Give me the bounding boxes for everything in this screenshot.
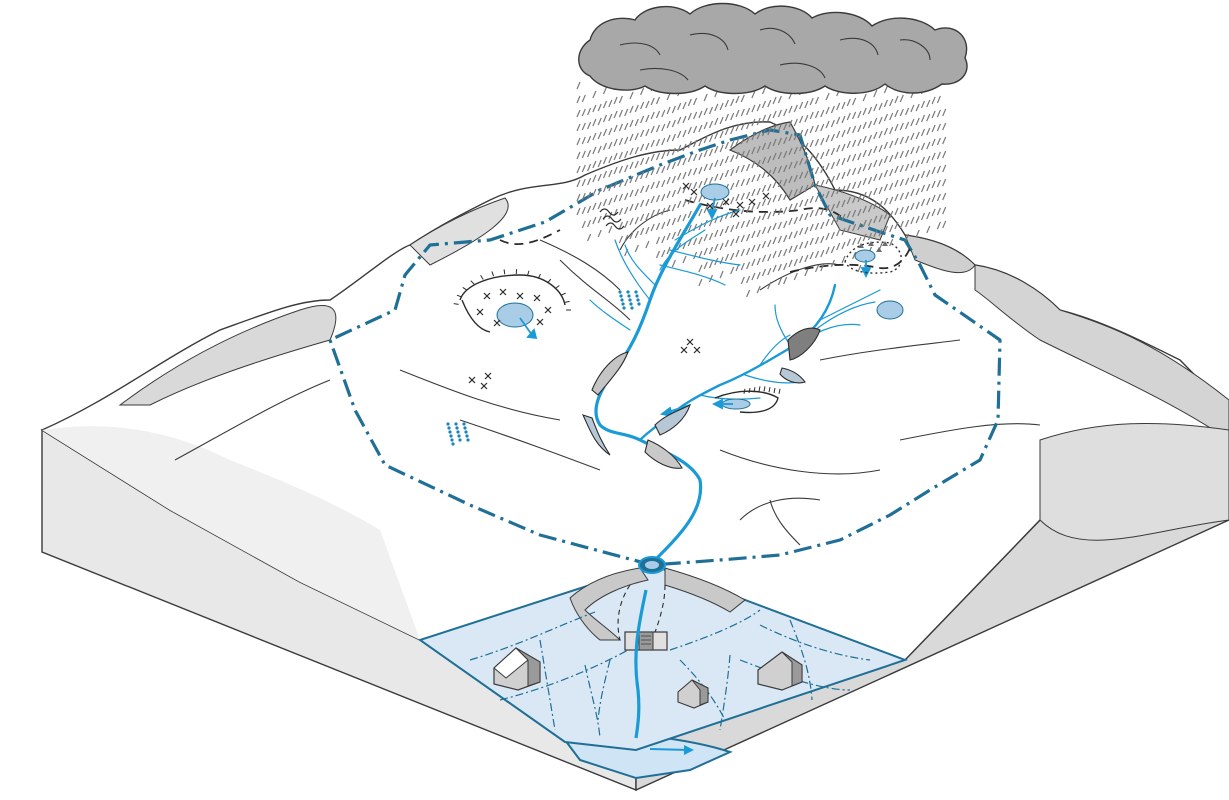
cloud-icon: [579, 4, 967, 94]
dam-icon: [625, 632, 667, 650]
pool-tarn: [855, 250, 875, 262]
right-lower-shade: [1040, 423, 1229, 540]
pool-left: [497, 303, 533, 327]
pool-right: [877, 301, 903, 319]
pool-summit: [701, 184, 729, 200]
